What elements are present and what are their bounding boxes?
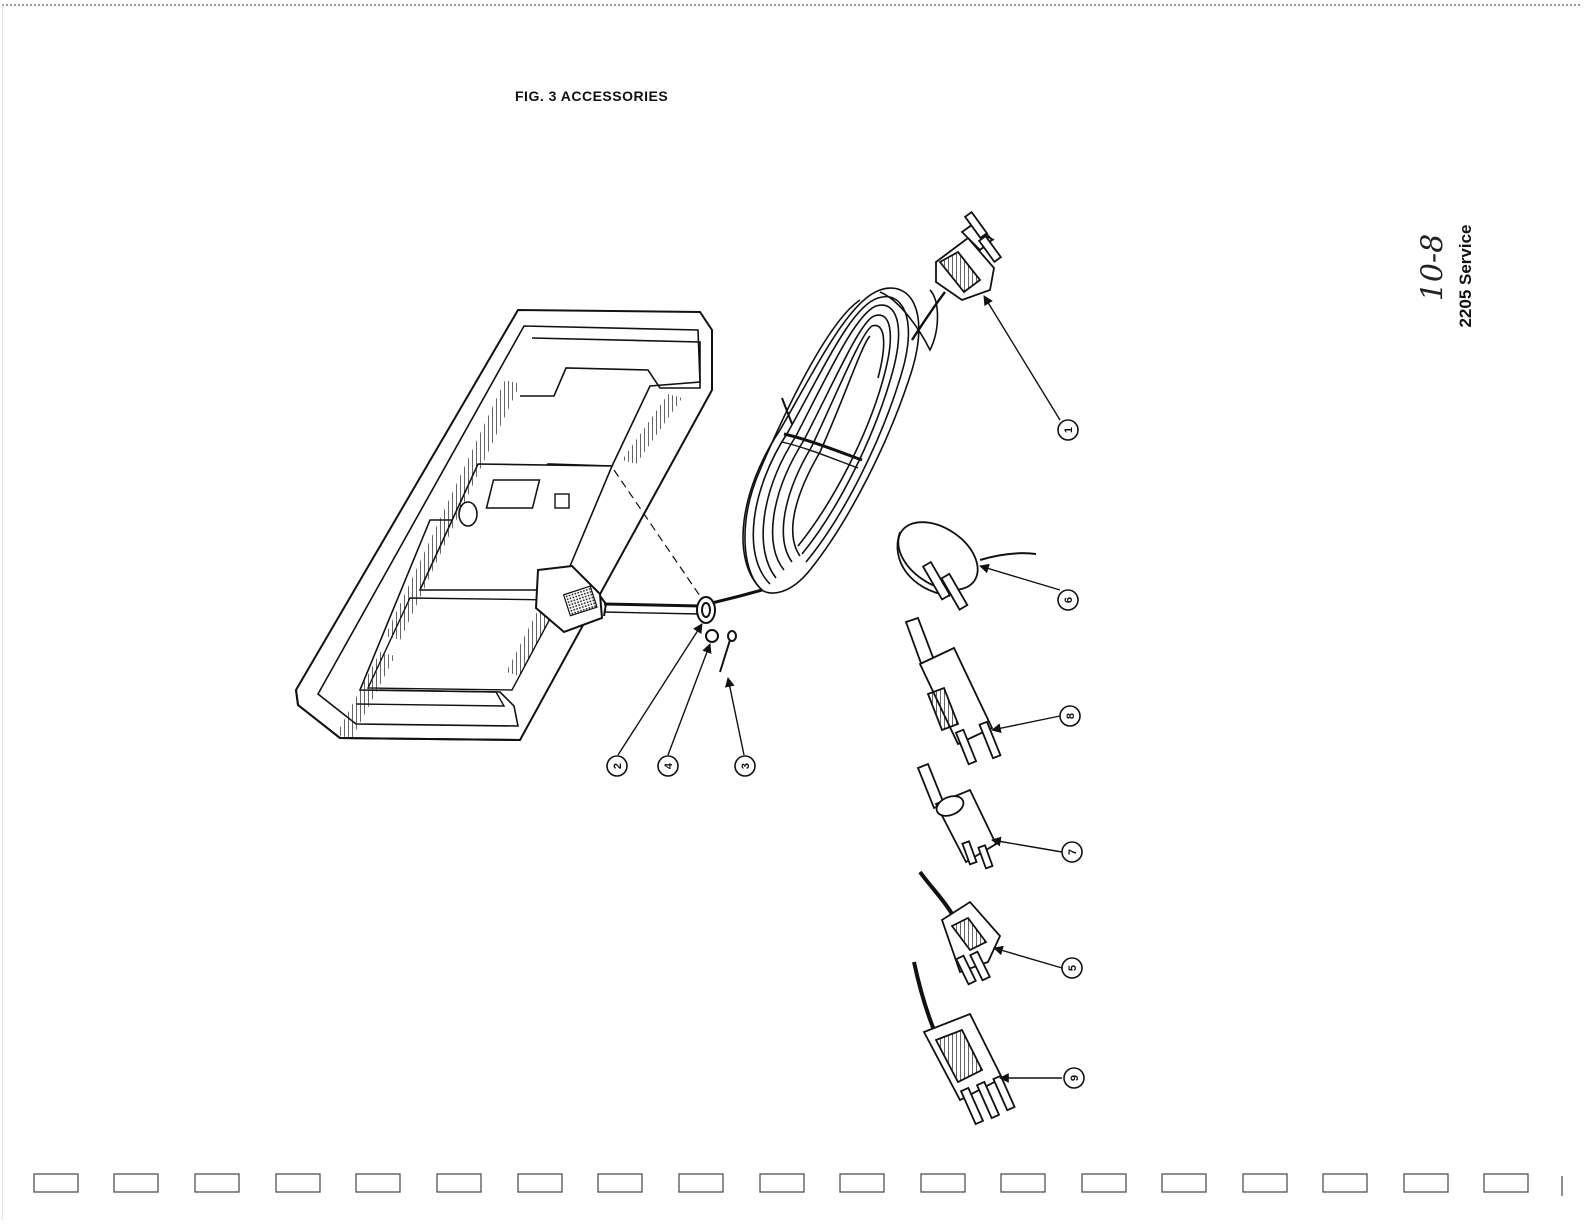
svg-text:9: 9 bbox=[1069, 1075, 1081, 1081]
svg-text:3: 3 bbox=[740, 763, 752, 769]
plug-1 bbox=[936, 212, 1001, 300]
svg-text:6: 6 bbox=[1063, 597, 1075, 603]
binder-holes bbox=[34, 1174, 1562, 1196]
svg-text:1: 1 bbox=[1063, 427, 1075, 433]
callout-4: 4 bbox=[658, 756, 678, 776]
svg-text:2: 2 bbox=[612, 763, 624, 769]
plug-7 bbox=[918, 764, 996, 868]
callouts: 1 2 3 4 5 6 7 8 9 bbox=[607, 420, 1084, 1088]
rear-cover-panel bbox=[296, 310, 712, 740]
svg-text:8: 8 bbox=[1065, 713, 1077, 719]
plug-8 bbox=[906, 618, 1000, 764]
callout-9: 9 bbox=[1064, 1068, 1084, 1088]
callout-1: 1 bbox=[1058, 420, 1078, 440]
callout-7: 7 bbox=[1062, 842, 1082, 862]
callout-6: 6 bbox=[1058, 590, 1078, 610]
callout-2: 2 bbox=[607, 756, 627, 776]
callout-3: 3 bbox=[735, 756, 755, 776]
callout-8: 8 bbox=[1060, 706, 1080, 726]
svg-text:4: 4 bbox=[663, 762, 675, 769]
callout-5: 5 bbox=[1062, 958, 1082, 978]
plug-6 bbox=[886, 508, 1036, 609]
svg-text:7: 7 bbox=[1067, 849, 1079, 855]
plug-5 bbox=[920, 872, 1000, 984]
svg-text:5: 5 bbox=[1067, 965, 1079, 971]
plug-9 bbox=[914, 962, 1015, 1124]
